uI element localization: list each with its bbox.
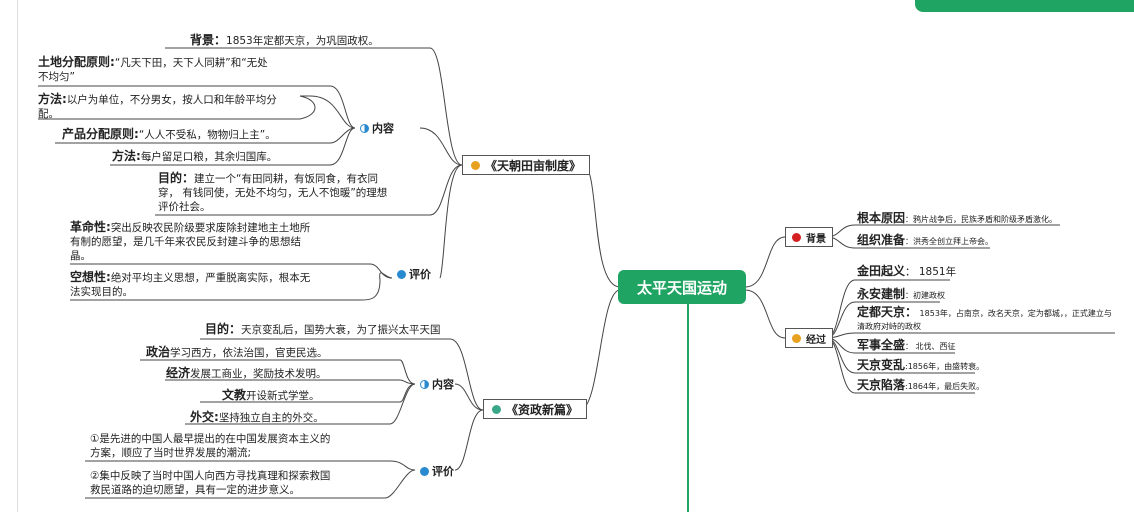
eval-item: 革命性:突出反映农民阶级要求废除封建地主土地所有制的愿望，是几千年来农民反封建斗… bbox=[70, 220, 311, 262]
content-item: 方法:每户留足口粮，其余归国库。 bbox=[112, 149, 278, 163]
content-item: 土地分配原则:“凡天下田，天下人同耕”和“无处不均匀” bbox=[38, 55, 268, 83]
half-circle-icon bbox=[420, 379, 429, 389]
background-item: 组织准备：洪秀全创立拜上帝会。 bbox=[857, 233, 994, 247]
process-item: 定都天京： 1853年，占南京，改名天京，定为都城，，正式建立与清政府对峙的政权 bbox=[857, 305, 1112, 331]
teal-dot-icon bbox=[492, 404, 501, 414]
content-item: 政治学习西方，依法治国，官吏民选。 bbox=[146, 345, 328, 359]
topic-zizheng[interactable]: 《资政新篇》 bbox=[483, 399, 588, 419]
topic-tianchao[interactable]: 《天朝田亩制度》 bbox=[462, 155, 591, 175]
content-item: 经济发展工商业，奖励技术发明。 bbox=[166, 366, 327, 380]
eval-item: ①是先进的中国人最早提出的在中国发展资本主义的方案，顺应了当时世界发展的潮流; bbox=[90, 433, 331, 459]
zizheng-eval-label[interactable]: 评价 bbox=[420, 463, 454, 479]
process-item: 金田起义： 1851年 bbox=[857, 264, 957, 278]
process-item: 天京陷落:1864年，最后失败。 bbox=[857, 378, 985, 392]
content-item: 产品分配原则:“人人不受私，物物归上主”。 bbox=[62, 127, 276, 141]
tianchao-content-label[interactable]: 内容 bbox=[360, 120, 394, 136]
check-icon bbox=[420, 466, 429, 476]
tianchao-purpose: 目的：建立一个“有田同耕，有饭同食，有衣同穿， 有钱同使，无处不均匀，无人不饱暖… bbox=[158, 171, 388, 213]
topic-label: 《天朝田亩制度》 bbox=[485, 158, 582, 173]
zizheng-purpose: 目的：天京变乱后，国势大衰，为了振兴太平天国 bbox=[205, 322, 441, 336]
number-1-icon bbox=[792, 232, 801, 242]
background-item: 根本原因：鸦片战争后，民族矛盾和阶级矛盾激化。 bbox=[857, 211, 1058, 225]
topic-process[interactable]: 经过 bbox=[785, 328, 833, 348]
tianchao-eval-label[interactable]: 评价 bbox=[397, 266, 431, 282]
content-item: 文教开设新式学堂。 bbox=[222, 388, 320, 402]
topic-label: 《资政新篇》 bbox=[506, 402, 579, 417]
process-item: 天京变乱:1856年，由盛转衰。 bbox=[857, 358, 985, 372]
center-line bbox=[687, 300, 689, 512]
half-circle-icon bbox=[360, 123, 369, 133]
eval-item: 空想性:绝对平均主义思想，严重脱离实际，根本无法实现目的。 bbox=[70, 270, 311, 298]
top-right-green-bar bbox=[915, 0, 1134, 12]
process-item: 永安建制：初建政权 bbox=[857, 287, 946, 301]
tianchao-background: 背景：1853年定都天京，为巩固政权。 bbox=[190, 33, 379, 47]
check-icon bbox=[397, 269, 406, 279]
content-item: 外交:坚持独立自主的外交。 bbox=[190, 410, 324, 424]
eval-item: ②集中反映了当时中国人向西方寻找真理和探索救国救民道路的迫切愿望，具有一定的进步… bbox=[90, 470, 331, 496]
zizheng-content-label[interactable]: 内容 bbox=[420, 376, 454, 392]
process-item: 军事全盛： 北伐、西征 bbox=[857, 338, 956, 352]
left-border bbox=[17, 0, 18, 512]
topic-background[interactable]: 背景 bbox=[785, 227, 833, 247]
content-item: 方法:以户为单位，不分男女，按人口和年龄平均分配。 bbox=[38, 92, 277, 120]
orange-dot-icon bbox=[471, 160, 480, 170]
number-2-icon bbox=[792, 333, 801, 343]
central-topic[interactable]: 太平天国运动 bbox=[618, 270, 746, 304]
